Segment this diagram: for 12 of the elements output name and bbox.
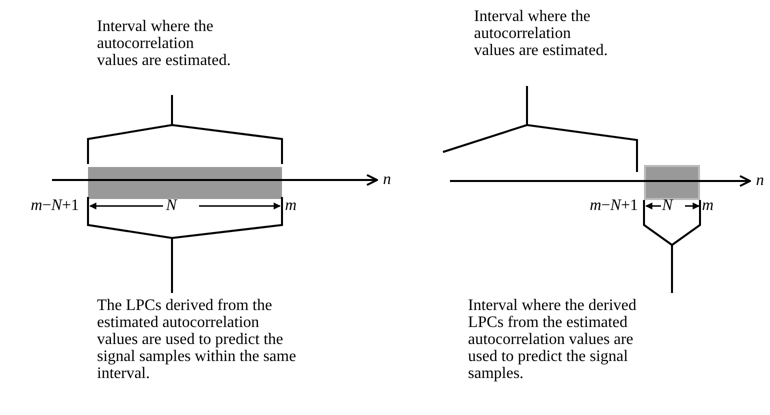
index-label: m: [285, 197, 297, 215]
axis-label: n: [756, 172, 764, 190]
index-label: m−N+1: [30, 197, 79, 215]
index-label: N: [166, 197, 177, 215]
annotation-text: Interval where the autocorrelation values are estimated.: [97, 18, 232, 69]
annotation-text: Interval where the autocorrelation values are estimated.: [474, 8, 609, 59]
axis-label: n: [383, 171, 391, 189]
index-label: m−N+1: [588, 197, 638, 215]
annotation-text: The LPCs derived from the estimated autocorrelation values are used to predict the signal samples within the same interval.: [97, 297, 297, 382]
annotation-text: Interval where the derived LPCs from the estimated autocorrelation values are used to predict the signal samples.: [468, 297, 638, 382]
index-label: N: [662, 197, 673, 215]
index-label: m: [702, 197, 714, 215]
